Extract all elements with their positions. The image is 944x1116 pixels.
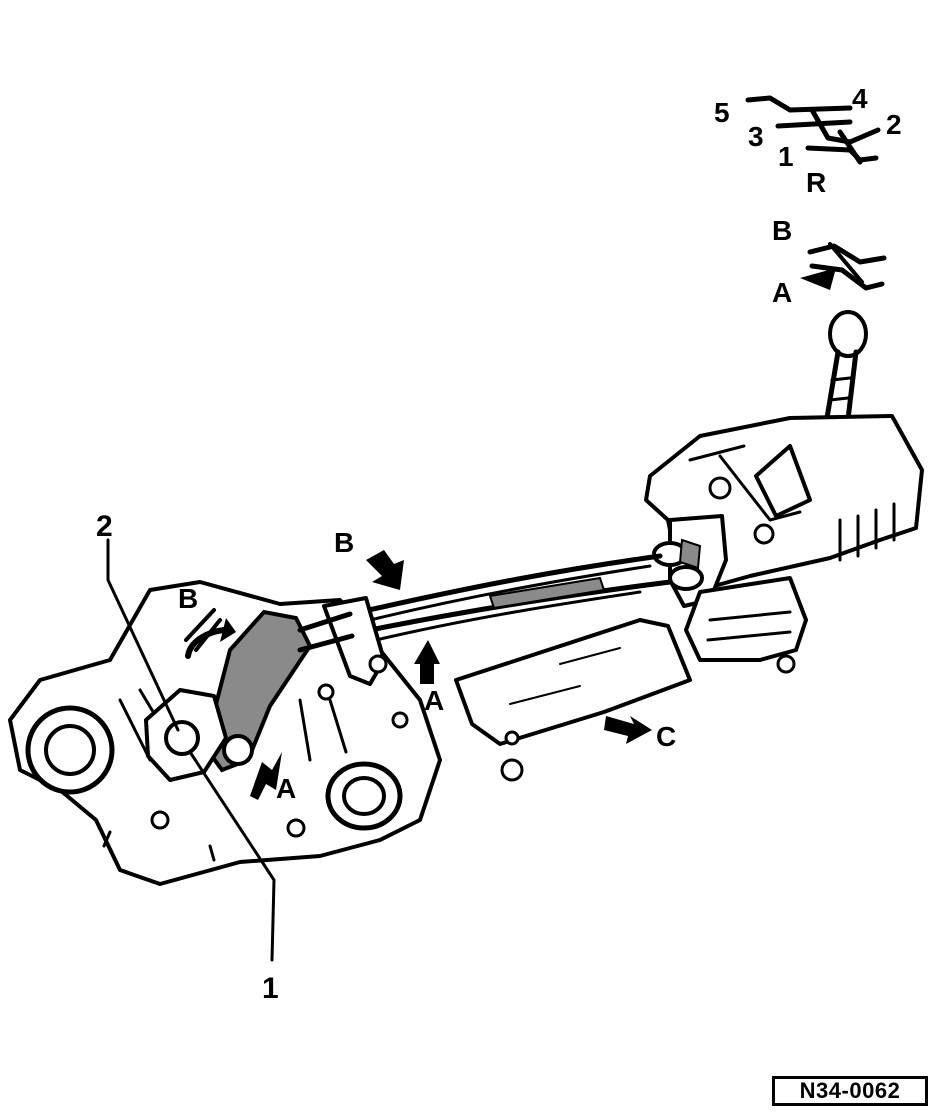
callout-arrow-c-cover: C [656, 721, 676, 752]
gear-label-2: 2 [886, 109, 902, 140]
callout-arrow-a-lever: A [276, 773, 296, 804]
gear-label-1: 1 [778, 141, 794, 172]
reference-code: N34-0062 [772, 1076, 928, 1106]
callout-arrow-b-cable: B [334, 527, 354, 558]
shift-pattern-diagram: 5 4 3 2 1 R [714, 83, 902, 198]
shift-cables [357, 553, 673, 642]
arrow-c-cover-icon [604, 716, 652, 744]
gear-label-3: 3 [748, 121, 764, 152]
arrow-b-cable-icon [366, 550, 404, 590]
arrow-a-cable-icon [414, 640, 440, 684]
callout-arrow-b-lever: B [178, 583, 198, 614]
arrow-a-lever-icon [250, 752, 282, 800]
detail-label-a: A [772, 277, 792, 308]
cable-cover-plate [454, 618, 692, 782]
arrow-b-lever-icon [185, 627, 227, 659]
callout-arrow-a-cable: A [424, 685, 444, 716]
shift-direction-detail: B A [772, 215, 887, 308]
gearshift-housing [644, 310, 924, 674]
gear-label-4: 4 [852, 83, 868, 114]
callout-arrows [185, 550, 652, 800]
selector-lever-assembly [144, 596, 388, 782]
leader-lines [106, 538, 276, 962]
gear-label-5: 5 [714, 97, 730, 128]
callout-part-1: 1 [262, 972, 279, 1005]
gear-label-r: R [806, 167, 826, 198]
callout-part-2: 2 [96, 510, 113, 543]
detail-label-b: B [772, 215, 792, 246]
